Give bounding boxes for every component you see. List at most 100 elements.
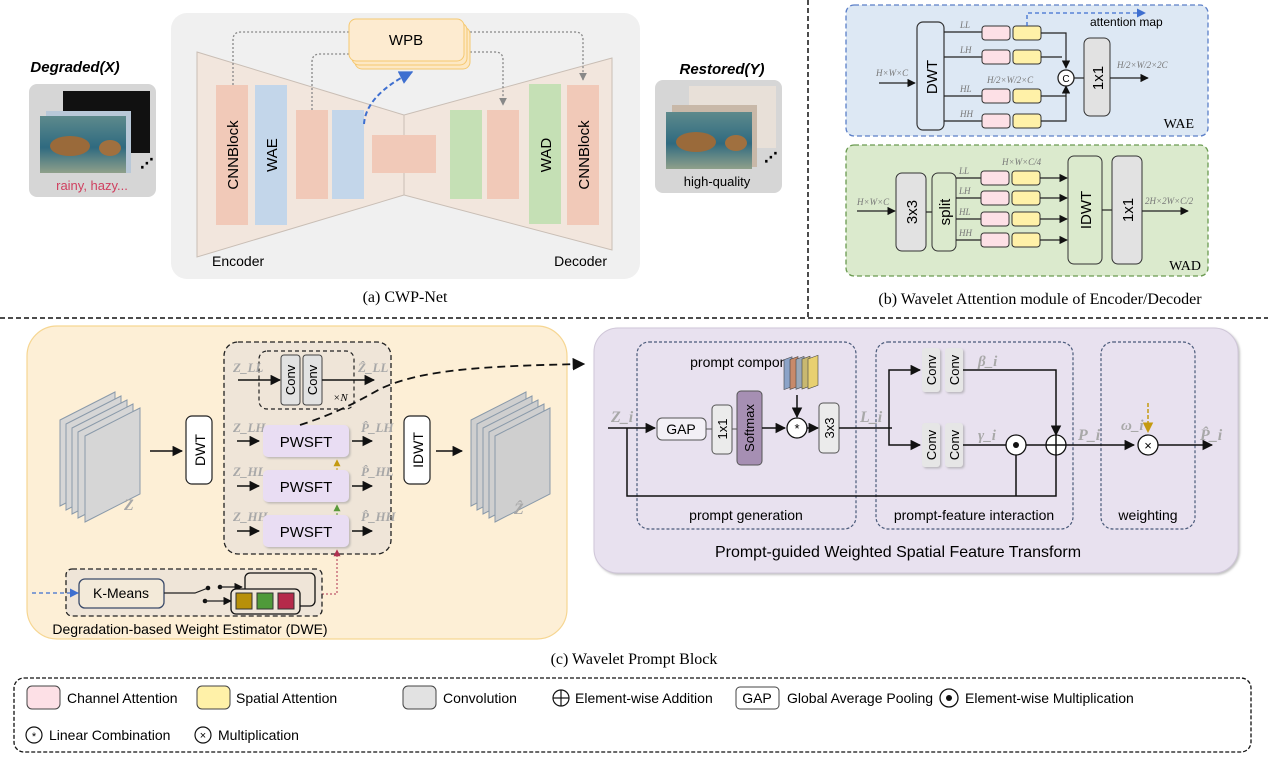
wae-merge-line: [1041, 96, 1067, 122]
wae-output-dim: H/2×W/2×2C: [1116, 60, 1169, 70]
z-input-label: Z: [123, 497, 134, 514]
legend-item-multiplication: × Multiplication: [194, 726, 299, 744]
band-label: HH: [958, 228, 972, 238]
wad-conv1x1-block: [1111, 155, 1143, 265]
skip-line: [626, 428, 1062, 497]
channel-attention-block: [980, 211, 1010, 227]
wae-input-dim: H×W×C: [875, 68, 909, 78]
ellipsis-icon: ⋰: [140, 155, 154, 171]
wae-conv1x1-label: 1x1: [1090, 66, 1107, 90]
encoder-wae-2: [332, 110, 364, 199]
spatial-attention-block: [1012, 88, 1042, 104]
wad-name: WAD: [1169, 259, 1201, 274]
omega-label: ω_i: [1121, 418, 1144, 434]
multiplication-icon: [194, 726, 212, 744]
gap-label: GAP: [666, 421, 696, 437]
pwsft-row-hh: Z_HH PWSFT P̂_HH: [232, 509, 397, 547]
arrow: [888, 428, 922, 451]
decoder-label: Decoder: [554, 253, 607, 269]
switch-contact: [205, 585, 211, 591]
legend-item-channel-attention: Channel Attention: [26, 685, 178, 710]
feature-map: [494, 407, 551, 523]
encoder-wae: [255, 85, 287, 225]
decoder-wad-2: [450, 110, 482, 199]
legend-label: Multiplication: [218, 727, 299, 743]
prompt-components-label: prompt components: [690, 354, 814, 370]
band-label: HL: [958, 207, 971, 217]
band-label: HL: [959, 84, 972, 94]
wae-dwt-label: DWT: [924, 60, 941, 94]
weight-swatch-1: [235, 592, 253, 610]
ll-conv-label: Conv: [305, 364, 320, 395]
band-label: LL: [958, 166, 969, 176]
spatial-attention-block: [1011, 190, 1041, 206]
row-output-label: P̂_LH: [361, 420, 394, 435]
decoder-cnnblock-label: CNNBlock: [576, 120, 593, 190]
band-label: LH: [959, 45, 972, 55]
encoder-block-2: [296, 110, 328, 199]
spatial-attention-swatch: [196, 685, 231, 710]
bear-shape: [50, 136, 90, 156]
band-label: LH: [958, 186, 971, 196]
skip-connection: [470, 31, 587, 81]
legend-item-convolution: Convolution: [402, 685, 517, 710]
pwsft-title: Prompt-guided Weighted Spatial Feature T…: [715, 544, 1081, 561]
wpb-block: [348, 18, 465, 62]
conv-block: [922, 348, 940, 392]
legend-item-elementwise-multiplication: Element-wise Multiplication: [939, 688, 1134, 708]
conv-block: [945, 348, 963, 392]
section-prompt-feature-interaction: [875, 341, 1074, 530]
conv-block: [922, 423, 940, 467]
pwsft-block: [263, 515, 349, 547]
channel-attention-block: [981, 113, 1011, 129]
pwsft-block: [263, 425, 349, 457]
row-output-label: P̂_HL: [361, 464, 394, 479]
softmax-label: Softmax: [742, 404, 757, 452]
z-ll-output-label: Ẑ_LL: [357, 360, 388, 375]
section-weighting: [1100, 341, 1196, 530]
channel-attention-swatch: [26, 685, 61, 710]
dwt-block: [185, 415, 213, 485]
convolution-swatch: [402, 685, 437, 710]
pwsft-row-hl: Z_HL PWSFT P̂_HL: [232, 464, 394, 502]
degraded-title: Degraded(X): [30, 59, 119, 76]
feature-map: [84, 407, 141, 523]
pwsft-label: PWSFT: [280, 524, 333, 541]
dot: [1013, 442, 1019, 448]
kmeans-label: K-Means: [93, 585, 149, 601]
wad-band-rows: LL LH HL HH: [956, 166, 1068, 248]
attention-map-arrow: [1026, 8, 1146, 26]
panel-a-cwp-net: Degraded(X) ⋰ rainy, hazy... CNNBlock WA…: [29, 13, 782, 306]
channel-attention-block: [981, 49, 1011, 65]
encoder-cnnblock: [216, 85, 248, 225]
skip-connection: [232, 31, 349, 85]
wad-band-lh: LH: [956, 186, 1068, 206]
wae-band-lh: LH: [944, 45, 1042, 65]
wae-mid-dim: H/2×W/2×C: [986, 75, 1034, 85]
wad-idwt-label: IDWT: [1078, 191, 1095, 229]
conv3x3-label: 3x3: [822, 418, 837, 439]
row-input-label: Z_LH: [232, 420, 266, 435]
legend-label: Global Average Pooling: [787, 690, 933, 706]
skip-connection: [470, 51, 507, 106]
wad-conv1x1-label: 1x1: [1120, 198, 1137, 222]
bottleneck-block: [372, 135, 436, 173]
times-symbol: ×: [1144, 438, 1152, 453]
dot: [946, 695, 952, 701]
z-feature-stack: [59, 391, 141, 523]
linear-combination-icon: [25, 726, 43, 744]
wae-merge-line: [1041, 32, 1071, 69]
bear-shape: [676, 132, 716, 152]
conv-block: [945, 423, 963, 467]
wae-name: WAE: [1164, 117, 1194, 132]
encoder-cnnblock-label: CNNBlock: [225, 120, 242, 190]
p-hat-i-label: P̂_i: [1199, 425, 1223, 444]
encoder-label: Encoder: [212, 253, 264, 269]
pwsft-label: PWSFT: [280, 434, 333, 451]
pwsft-block: [263, 470, 349, 502]
gamma-label: γ_i: [978, 428, 997, 444]
restored-title: Restored(Y): [679, 61, 764, 78]
legend-label: Spatial Attention: [236, 690, 337, 706]
bear-shape: [725, 135, 747, 151]
